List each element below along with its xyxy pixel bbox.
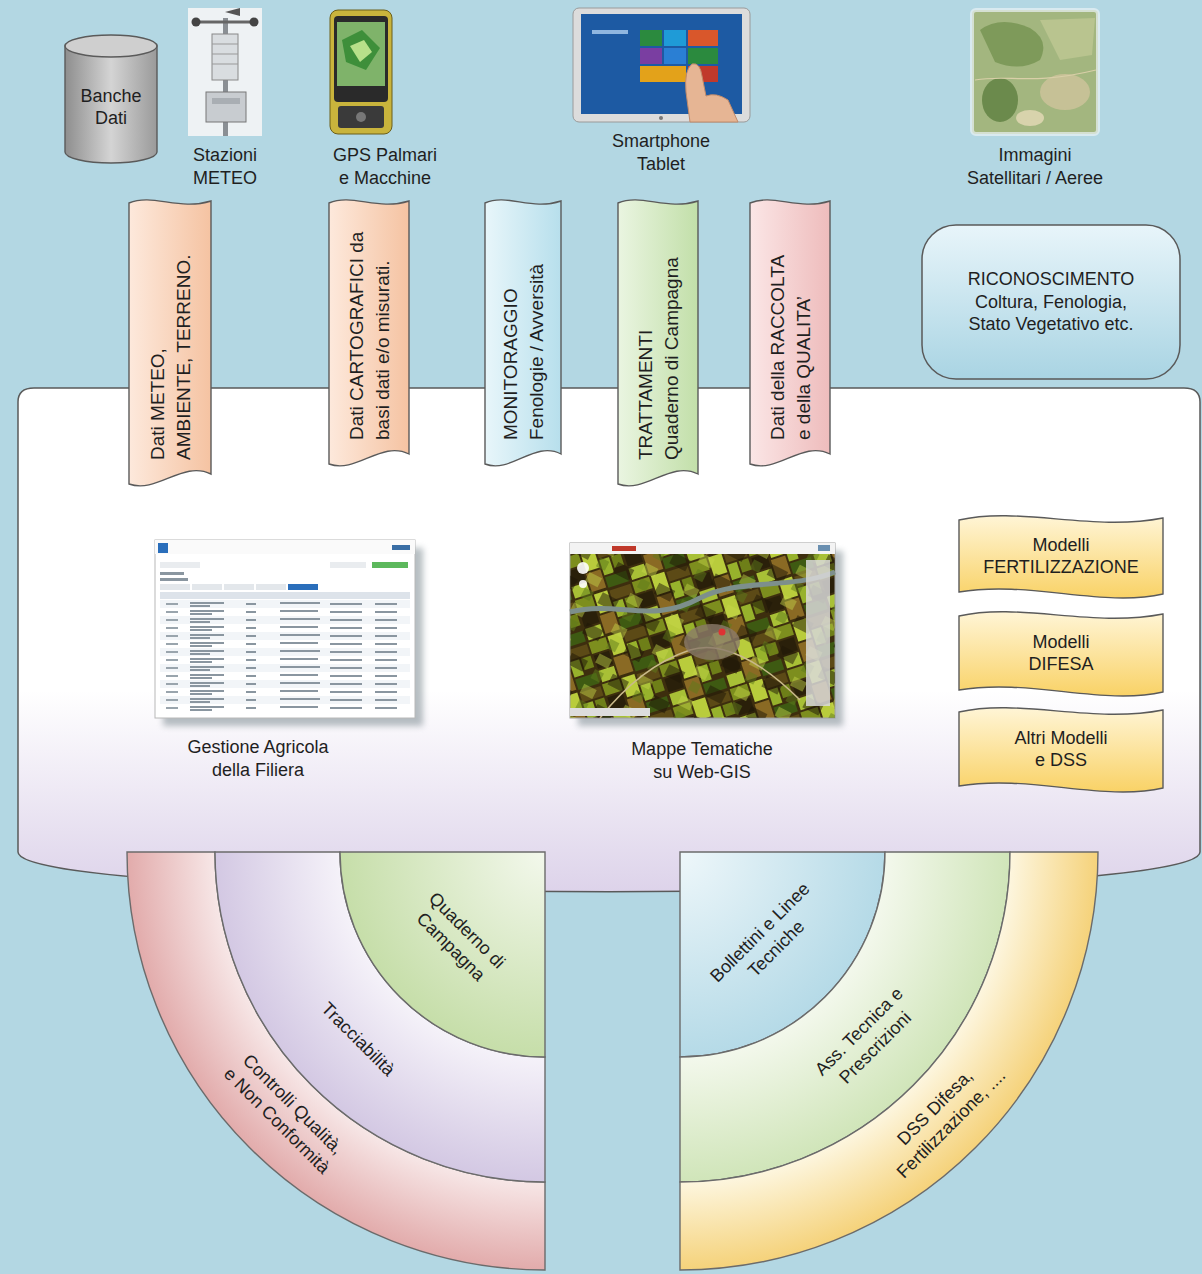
text-block: Modelli FERTILIZZAZIONE <box>971 534 1151 579</box>
text-block: Dati CARTOGRAFICI da basi dati e/o misur… <box>344 227 395 440</box>
tablet-icon <box>573 8 750 122</box>
text-block: Dati METEO, AMBIENTE, TERRENO. <box>145 248 196 460</box>
satellite-image <box>972 10 1098 134</box>
database-cylinder: Banche Dati <box>64 34 158 164</box>
data-banner-outline <box>129 200 211 486</box>
label-holder: Smartphone Tablet <box>606 130 716 175</box>
data-banner-outline <box>618 200 698 486</box>
device-label: Stazioni METEO <box>170 144 280 189</box>
label-holder: GPS Palmari e Macchine <box>329 144 441 189</box>
node-text: Dati CARTOGRAFICI da basi dati e/o misur… <box>344 227 395 440</box>
text-block: Banche Dati <box>69 85 153 130</box>
node-text: Altri Modelli e DSS <box>1011 727 1111 772</box>
database-cylinder-outline <box>65 46 157 163</box>
recognition-box-outline <box>922 225 1180 379</box>
output-band-outline <box>340 852 545 1057</box>
data-banner-outline <box>329 200 409 466</box>
model-box: Altri Modelli e DSS <box>958 702 1164 796</box>
screenshot-caption: Gestione Agricola della Filiera <box>178 736 338 781</box>
model-box-outline <box>959 516 1163 598</box>
text-block: TRATTAMENTI Quaderno di Campagna <box>633 248 684 460</box>
node-shape <box>484 195 562 470</box>
node-text: MONITORAGGIO Fenologie / Avversità <box>498 240 549 440</box>
text-block: MONITORAGGIO Fenologie / Avversità <box>498 240 549 440</box>
node-text: Dati della RACCOLTA e della QUALITA’ <box>765 244 816 440</box>
data-banner: MONITORAGGIO Fenologie / Avversità <box>484 195 562 470</box>
output-band: Quaderno di Campagna <box>340 852 545 1057</box>
model-box: Modelli DIFESA <box>958 606 1164 700</box>
label-holder: Gestione Agricola della Filiera <box>178 736 338 781</box>
output-band-outline <box>215 852 545 1182</box>
text-block: Modelli DIFESA <box>1011 631 1111 676</box>
output-band: DSS Difesa, Fertilizzazione, .... <box>680 852 1098 1270</box>
text-block: Dati della RACCOLTA e della QUALITA’ <box>765 244 816 440</box>
device-label: Immagini Satellitari / Aeree <box>960 144 1110 189</box>
node-text: Modelli DIFESA <box>1011 631 1111 676</box>
model-box-outline <box>959 612 1163 696</box>
output-band-outline <box>127 852 545 1270</box>
device-label: Smartphone Tablet <box>606 130 716 175</box>
node-text: RICONOSCIMENTO Coltura, Fenologia, Stato… <box>959 268 1144 336</box>
node-shape <box>680 852 1098 1270</box>
text-block: RICONOSCIMENTO Coltura, Fenologia, Stato… <box>959 268 1144 336</box>
model-box-outline <box>959 708 1163 792</box>
node-shape <box>958 702 1164 796</box>
node-shape <box>749 195 831 470</box>
label-holder: Mappe Tematiche su Web-GIS <box>625 738 780 783</box>
data-banner: Dati CARTOGRAFICI da basi dati e/o misur… <box>328 195 410 470</box>
data-banner-outline <box>485 200 561 466</box>
label-holder: Immagini Satellitari / Aeree <box>960 144 1110 189</box>
model-box: Modelli FERTILIZZAZIONE <box>958 510 1164 602</box>
weather-station-icon <box>188 8 262 136</box>
management-screenshot <box>155 540 423 726</box>
node-text: Dati METEO, AMBIENTE, TERRENO. <box>145 248 196 460</box>
data-banner: Dati METEO, AMBIENTE, TERRENO. <box>128 195 212 490</box>
gps-handheld-icon <box>330 10 392 134</box>
node-text: Banche Dati <box>69 85 153 130</box>
webgis-screenshot <box>570 543 843 726</box>
node-shape <box>958 510 1164 602</box>
device-label: GPS Palmari e Macchine <box>329 144 441 189</box>
screenshot-caption: Mappe Tematiche su Web-GIS <box>625 738 780 783</box>
data-banner: TRATTAMENTI Quaderno di Campagna <box>617 195 699 490</box>
node-text: Modelli FERTILIZZAZIONE <box>971 534 1151 579</box>
node-shape <box>328 195 410 470</box>
data-banner-outline <box>750 200 830 466</box>
text-block: Altri Modelli e DSS <box>1011 727 1111 772</box>
node-text: TRATTAMENTI Quaderno di Campagna <box>633 248 684 460</box>
output-band-outline <box>680 852 1098 1270</box>
node-shape <box>617 195 699 490</box>
cylinder-top <box>65 35 157 57</box>
node-shape <box>958 606 1164 700</box>
label-holder: Stazioni METEO <box>170 144 280 189</box>
data-banner: Dati della RACCOLTA e della QUALITA’ <box>749 195 831 470</box>
node-shape <box>128 195 212 490</box>
recognition-box: RICONOSCIMENTO Coltura, Fenologia, Stato… <box>921 224 1181 380</box>
